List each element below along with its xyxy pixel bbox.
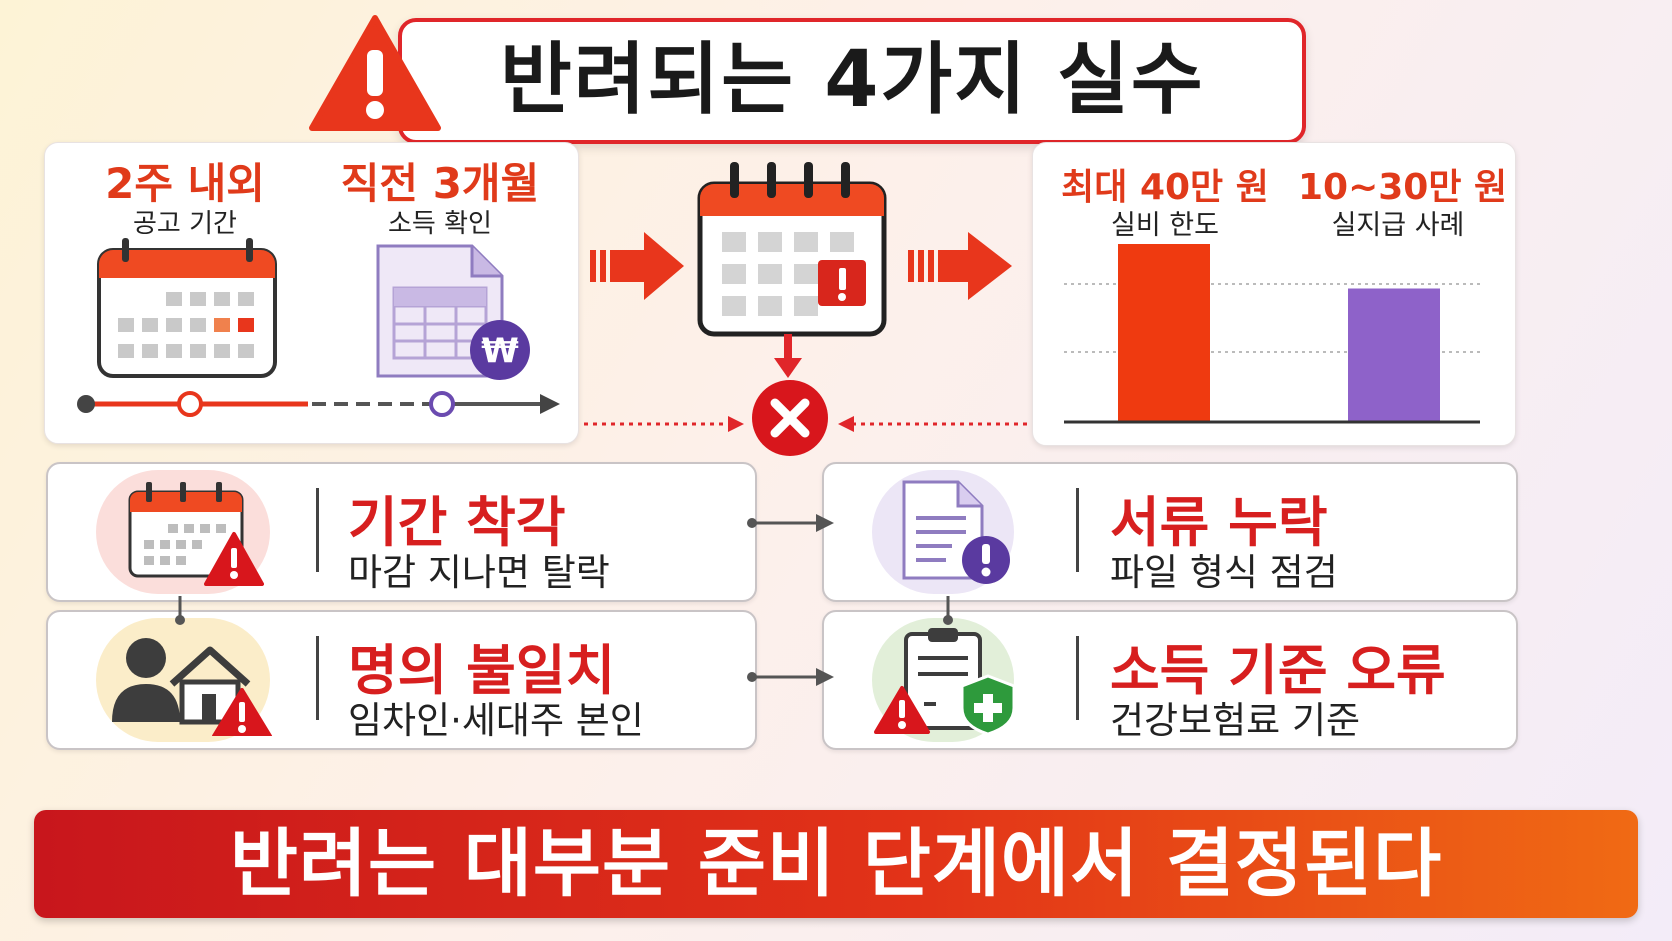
- reject-connector: [584, 416, 1028, 432]
- conclusion-banner: [34, 810, 1638, 918]
- max-amount-label: 최대 40만 원: [1061, 167, 1269, 208]
- mistake-title: 서류 누락: [1110, 491, 1328, 554]
- mistake-sub: 마감 지나면 탈락: [348, 551, 610, 594]
- max-amount-sub: 실비 한도: [1111, 210, 1219, 241]
- mistake-sub: 파일 형식 점검: [1110, 551, 1338, 594]
- card-connector-vertical: [175, 596, 185, 625]
- mistake-sub: 임차인·세대주 본인: [348, 699, 644, 742]
- period-sub-label: 공고 기간: [133, 209, 237, 239]
- reject-x-icon: [752, 380, 828, 456]
- clipboard-shield-warning-icon: [874, 628, 1016, 736]
- card-connector: [747, 668, 834, 686]
- card-connector-vertical: [943, 596, 953, 625]
- amount-bar-chart: [1064, 244, 1480, 424]
- paid-amount-sub: 실지급 사례: [1331, 210, 1465, 241]
- timeline-line: [77, 391, 560, 417]
- divider: [1076, 636, 1079, 720]
- arrow-down-icon: [774, 334, 802, 378]
- mistake-title: 기간 착각: [348, 491, 566, 554]
- arrow-right-icon-2: [908, 232, 1012, 300]
- mistake-title: 명의 불일치: [348, 639, 616, 702]
- chart-bar-1: [1118, 244, 1210, 422]
- card-connector: [747, 514, 834, 532]
- person-house-warning-icon: [112, 638, 272, 736]
- won-symbol: ₩: [481, 331, 519, 371]
- divider: [316, 636, 319, 720]
- conclusion-text: 반려는 대부분 준비 단계에서 결정된다: [229, 821, 1443, 907]
- calendar-icon: [97, 238, 277, 378]
- income-main-label: 직전 3개월: [340, 159, 540, 208]
- paid-amount-label: 10~30만 원: [1298, 167, 1508, 208]
- mistake-title: 소득 기준 오류: [1110, 639, 1446, 702]
- calendar-warning-icon: [128, 482, 264, 586]
- divider: [316, 488, 319, 572]
- document-warning-icon: [902, 480, 1010, 584]
- page-title: 반려되는 4가지 실수: [500, 35, 1205, 125]
- mistake-sub: 건강보험료 기준: [1110, 699, 1361, 742]
- arrow-right-icon: [590, 232, 684, 300]
- title-box: [398, 18, 1306, 144]
- income-sub-label: 소득 확인: [388, 209, 492, 239]
- divider: [1076, 488, 1079, 572]
- chart-bar-2: [1348, 288, 1440, 422]
- period-main-label: 2주 내외: [105, 159, 265, 208]
- warning-triangle-icon: [309, 15, 441, 131]
- calendar-alert-icon: [697, 162, 887, 337]
- income-document-icon: ₩: [376, 244, 530, 380]
